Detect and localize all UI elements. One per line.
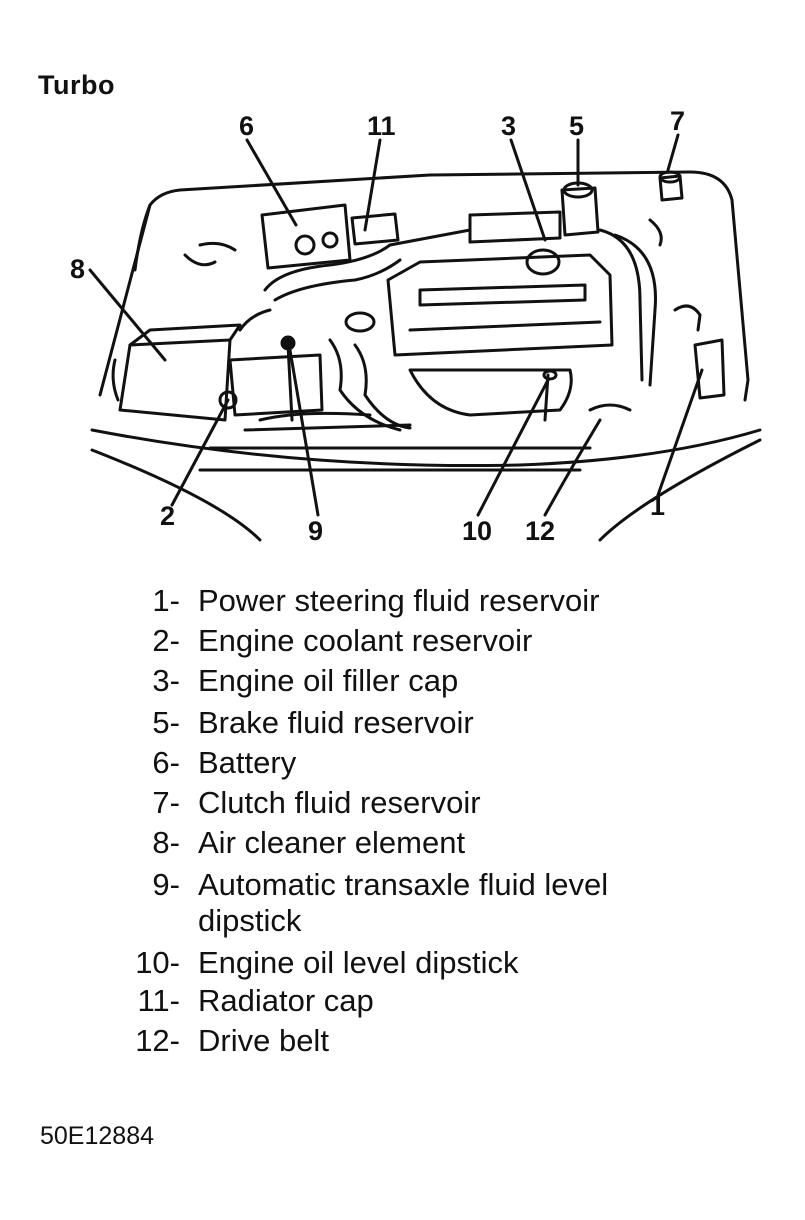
power-steering-reservoir xyxy=(693,338,726,400)
callout-1: 1 xyxy=(650,491,665,521)
callout-2: 2 xyxy=(160,501,175,531)
callout-10: 10 xyxy=(462,516,492,546)
callout-6: 6 xyxy=(239,111,254,141)
figure-code: 50E12884 xyxy=(40,1122,155,1150)
callout-9: 9 xyxy=(308,516,323,546)
diagram-title: Turbo xyxy=(38,70,115,100)
atf-dipstick xyxy=(286,343,294,422)
air-cleaner-box xyxy=(118,338,232,422)
callout-12: 12 xyxy=(525,516,555,546)
engine-valve-cover xyxy=(386,253,614,357)
callout-3: 3 xyxy=(501,111,516,141)
hood-outline xyxy=(98,170,750,402)
engine-bay-diagram: 6 11 3 5 7 8 2 9 10 12 1 xyxy=(70,106,762,546)
brake-fluid-reservoir xyxy=(560,186,600,237)
callout-8: 8 xyxy=(70,254,85,284)
clutch-fluid-reservoir xyxy=(658,174,684,202)
coolant-reservoir xyxy=(228,353,324,417)
oil-filler-cap xyxy=(525,248,561,276)
callout-5: 5 xyxy=(569,111,584,141)
callout-11: 11 xyxy=(367,111,396,141)
front-bumper xyxy=(90,428,762,468)
callout-7: 7 xyxy=(670,106,685,136)
battery xyxy=(260,203,352,270)
